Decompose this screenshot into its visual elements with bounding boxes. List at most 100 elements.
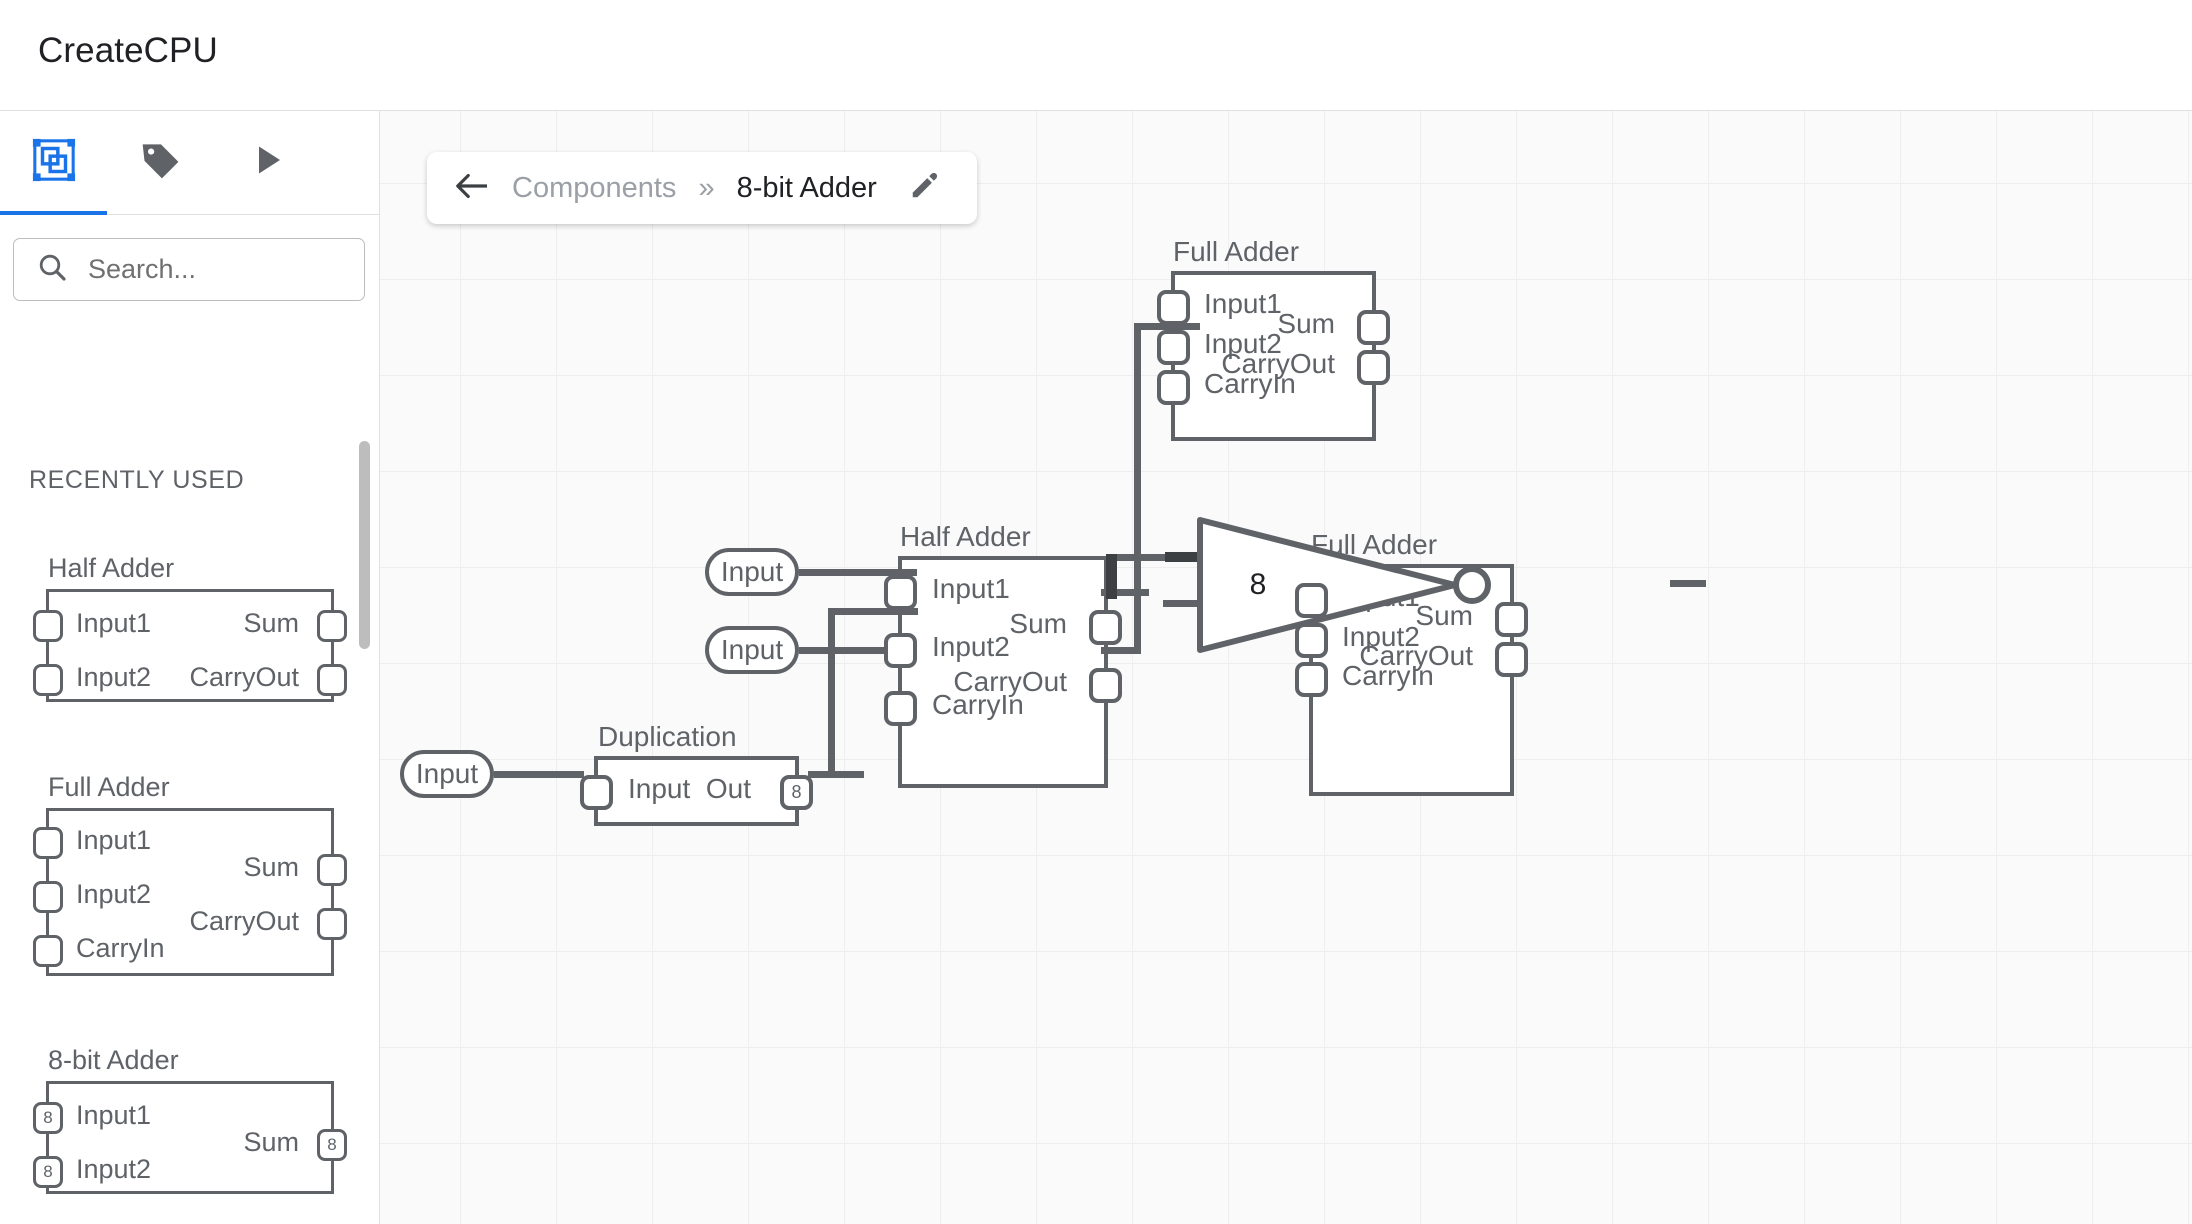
node-duplication[interactable]: Input 8 Out xyxy=(580,756,813,826)
wire-to-notgate-input xyxy=(1117,554,1197,561)
port-carryout[interactable] xyxy=(1357,350,1390,385)
wire-input2-to-halfadder-carryin xyxy=(799,647,917,654)
port-label-input2: Input2 xyxy=(1204,328,1282,359)
breadcrumb: Components » 8-bit Adder xyxy=(427,152,977,224)
port-label: CarryIn xyxy=(76,933,165,963)
play-icon xyxy=(250,142,286,183)
port-label: Input2 xyxy=(76,1154,152,1184)
port-label-sum: Sum xyxy=(1009,608,1067,639)
not-gate-label: 8 xyxy=(1249,568,1267,601)
port-label-input1: Input1 xyxy=(1204,288,1282,319)
sidebar-tabbar xyxy=(0,111,379,215)
sidebar: Search... RECENTLY USED Half Adder Input… xyxy=(0,111,380,1224)
port-input xyxy=(33,827,63,859)
library-item-label: Full Adder xyxy=(48,772,170,802)
port-label: Sum xyxy=(243,852,299,882)
port-input xyxy=(33,610,63,642)
port-carryout[interactable] xyxy=(1495,642,1528,677)
port-output xyxy=(317,854,347,886)
page-title: CreateCPU xyxy=(38,31,218,70)
library-item-body: Input1 Input2 Sum CarryOut xyxy=(33,589,347,702)
breadcrumb-separator: » xyxy=(698,171,715,204)
port-sum[interactable] xyxy=(1089,610,1122,645)
library-item-label: Half Adder xyxy=(48,553,175,583)
wire-halfadder-sum-h xyxy=(1101,589,1149,596)
tab-tags[interactable] xyxy=(107,111,214,214)
node-title-full-adder-top: Full Adder xyxy=(1173,236,1300,267)
port-input: 8 xyxy=(33,1156,63,1188)
port-label: Input1 xyxy=(76,825,152,855)
wire-duplication-out-h xyxy=(808,771,864,778)
port-label-input2: Input2 xyxy=(1342,621,1420,652)
node-full-adder-top[interactable]: Input1 Input2 CarryIn Sum CarryOut xyxy=(1157,271,1390,441)
wire-halfadder-carryout-h xyxy=(1101,647,1141,654)
port-input2[interactable] xyxy=(884,633,917,668)
input-pin-2[interactable]: Input xyxy=(705,626,799,674)
breadcrumb-current[interactable]: 8-bit Adder xyxy=(736,171,877,204)
tab-components[interactable] xyxy=(0,111,107,214)
port-carryout[interactable] xyxy=(1089,668,1122,703)
input-pin-3[interactable]: Input xyxy=(400,750,494,798)
node-title-duplication: Duplication xyxy=(598,721,737,752)
port-output xyxy=(317,610,347,642)
breadcrumb-parent[interactable]: Components xyxy=(512,171,677,204)
active-tab-indicator xyxy=(0,211,107,215)
section-label-recently-used: RECENTLY USED xyxy=(29,466,245,494)
wire-riser-to-halfadder-input2 xyxy=(828,608,918,615)
wire-notgate-stub xyxy=(1163,600,1199,607)
port-carryin[interactable] xyxy=(884,691,917,726)
port-label: CarryOut xyxy=(189,662,299,692)
port-input1[interactable] xyxy=(884,575,917,610)
node-title-half-adder: Half Adder xyxy=(900,521,1031,552)
port-label: CarryOut xyxy=(189,906,299,936)
port-input2[interactable] xyxy=(1295,623,1328,658)
port-label: Input2 xyxy=(76,662,152,692)
port-label-carryout: CarryOut xyxy=(1221,348,1335,379)
port-carryin[interactable] xyxy=(1157,370,1190,405)
port-label-sum: Sum xyxy=(1415,600,1473,631)
port-label: Input2 xyxy=(76,879,152,909)
circuit-canvas[interactable]: Components » 8-bit Adder xyxy=(380,111,2192,1224)
library-item-label: 8-bit Adder xyxy=(48,1045,179,1075)
library-item-body: 8 Input1 8 Input2 8 Sum xyxy=(33,1081,347,1194)
wire-notgate-input-selected xyxy=(1165,552,1197,562)
search-icon xyxy=(36,251,68,288)
port-input2[interactable] xyxy=(1157,330,1190,365)
port-label-carryin: CarryIn xyxy=(932,689,1024,720)
port-label-carryout: CarryOut xyxy=(1359,640,1473,671)
search-placeholder: Search... xyxy=(88,254,197,284)
port-input[interactable] xyxy=(580,775,613,810)
port-carryin[interactable] xyxy=(1295,662,1328,697)
port-sum[interactable] xyxy=(1495,602,1528,637)
wire-input3-to-duplication xyxy=(494,771,584,778)
port-label-sum: Sum xyxy=(1277,308,1335,339)
port-label-input: Input xyxy=(628,773,691,804)
port-label: Input1 xyxy=(76,608,152,638)
back-arrow-icon[interactable] xyxy=(454,171,490,206)
port-label: Sum xyxy=(243,1127,299,1157)
port-input1[interactable] xyxy=(1157,290,1190,325)
tag-icon xyxy=(139,138,183,187)
port-output: 8 xyxy=(317,1129,347,1161)
components-icon xyxy=(31,137,77,188)
port-input: 8 xyxy=(33,1102,63,1134)
port-out[interactable]: 8 xyxy=(780,775,813,810)
library-item-body: Input1 Input2 CarryIn Sum CarryOut xyxy=(33,808,347,976)
port-label-input2: Input2 xyxy=(932,631,1010,662)
port-input xyxy=(33,664,63,696)
not-gate-shape[interactable] xyxy=(1197,517,1491,653)
port-output xyxy=(317,664,347,696)
pencil-icon[interactable] xyxy=(909,171,939,206)
tab-run[interactable] xyxy=(214,111,321,214)
port-input xyxy=(33,935,63,967)
port-input1[interactable] xyxy=(1295,583,1328,618)
wire-notgate-out-to-fulladder xyxy=(1670,580,1706,587)
port-label-out: Out xyxy=(705,773,751,804)
port-sum[interactable] xyxy=(1357,310,1390,345)
input-pin-1[interactable]: Input xyxy=(705,548,799,596)
port-label-carryout: CarryOut xyxy=(953,666,1067,697)
title-bar: CreateCPU xyxy=(0,0,2192,111)
sidebar-scrollbar[interactable] xyxy=(359,441,370,649)
node-half-adder[interactable]: Input1 Input2 CarryIn Sum CarryOut xyxy=(884,556,1122,788)
search-input[interactable]: Search... xyxy=(13,238,365,301)
